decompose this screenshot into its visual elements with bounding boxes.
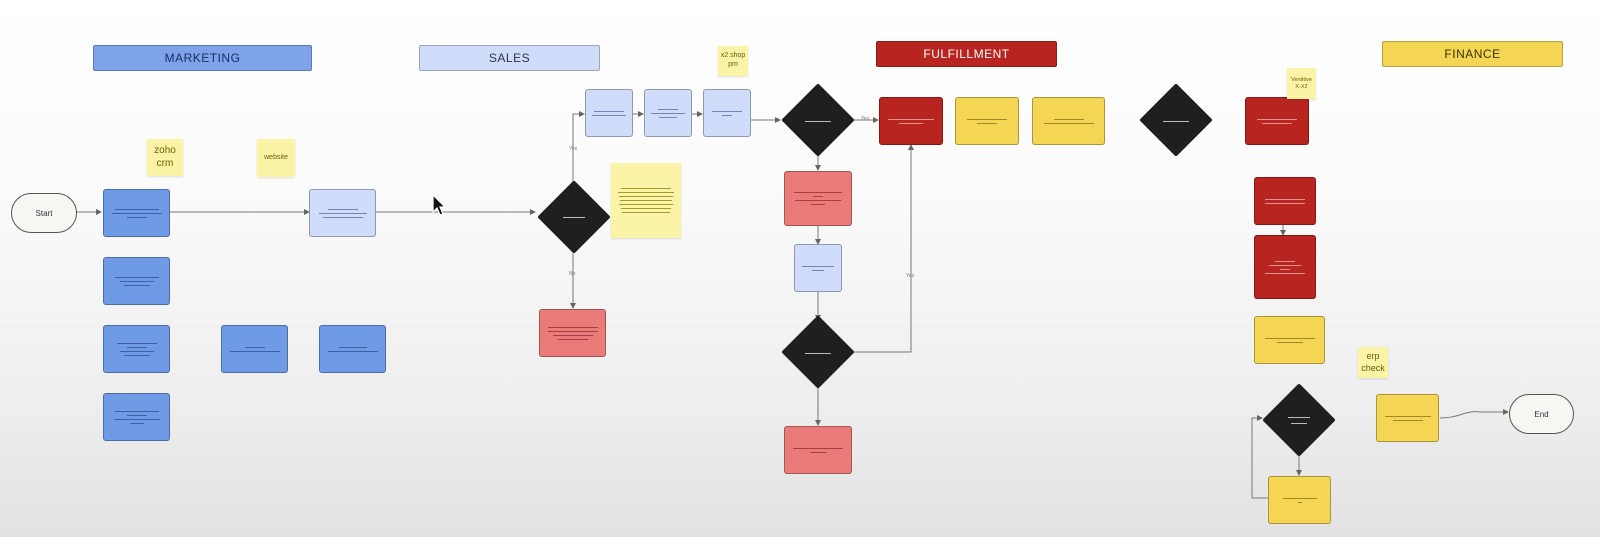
edge-label-no: No bbox=[569, 271, 576, 277]
marketing-task-box[interactable] bbox=[103, 325, 170, 373]
connector bbox=[572, 111, 585, 183]
finance-task-box[interactable] bbox=[1268, 476, 1331, 524]
rejected-box[interactable] bbox=[784, 171, 852, 226]
sales-step-box[interactable] bbox=[794, 244, 842, 292]
marketing-task-box[interactable] bbox=[103, 257, 170, 305]
finance-task-box[interactable] bbox=[1032, 97, 1105, 145]
marketing-task-box[interactable] bbox=[103, 189, 170, 237]
connector bbox=[1251, 415, 1268, 499]
finance-task-box[interactable] bbox=[955, 97, 1019, 145]
sticky-note[interactable]: Ventitive X-X2 bbox=[1287, 68, 1316, 99]
sticky-note[interactable]: website bbox=[257, 139, 295, 177]
decision-label bbox=[1269, 414, 1329, 426]
fulfillment-task-box[interactable] bbox=[879, 97, 943, 145]
sales-step-box[interactable] bbox=[703, 89, 751, 137]
sales-step-box[interactable] bbox=[585, 89, 633, 137]
decision-label bbox=[1146, 118, 1206, 124]
end-terminal[interactable]: End bbox=[1509, 394, 1574, 434]
start-terminal[interactable]: Start bbox=[11, 193, 77, 233]
edge-label-yes: Yes bbox=[569, 146, 578, 152]
lane-header-sales: SALES bbox=[419, 45, 600, 71]
sticky-note[interactable] bbox=[611, 163, 681, 238]
sticky-note[interactable]: zoho crm bbox=[147, 139, 183, 176]
fulfillment-task-box[interactable] bbox=[1254, 177, 1316, 225]
marketing-task-box[interactable] bbox=[221, 325, 288, 373]
marketing-task-box[interactable] bbox=[103, 393, 170, 441]
edge-label-yes: Yes bbox=[861, 116, 870, 122]
sticky-note[interactable]: erp check bbox=[1358, 347, 1388, 378]
rejected-box[interactable] bbox=[539, 309, 606, 357]
lane-header-fulfillment: FULFILLMENT bbox=[876, 41, 1057, 67]
connector bbox=[854, 144, 914, 353]
connector bbox=[1439, 409, 1509, 419]
decision-label bbox=[544, 214, 604, 220]
marketing-task-box[interactable] bbox=[319, 325, 386, 373]
lane-header-finance: FINANCE bbox=[1382, 41, 1563, 67]
finance-task-box[interactable] bbox=[1254, 316, 1325, 364]
fulfillment-task-box[interactable] bbox=[1245, 97, 1309, 145]
pointer-arrow-icon bbox=[432, 194, 447, 216]
decision-label bbox=[788, 350, 848, 356]
decision-label bbox=[788, 118, 848, 124]
fulfillment-task-box[interactable] bbox=[1254, 235, 1316, 299]
sticky-note[interactable]: x2 shop pm bbox=[718, 46, 748, 76]
rejected-box[interactable] bbox=[784, 426, 852, 474]
edge-label-yes: Yes bbox=[906, 273, 915, 279]
sales-step-box[interactable] bbox=[644, 89, 692, 137]
sales-task-box[interactable] bbox=[309, 189, 376, 237]
finance-task-box[interactable] bbox=[1376, 394, 1439, 442]
lane-header-marketing: MARKETING bbox=[93, 45, 312, 71]
